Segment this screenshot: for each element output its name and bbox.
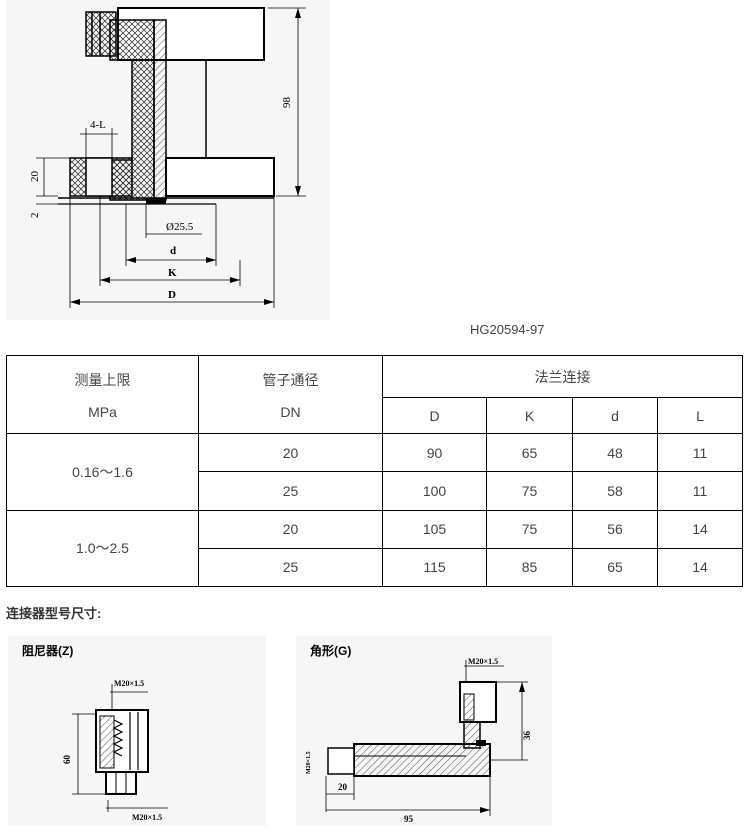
cell-dn: 20	[198, 509, 383, 549]
dim-4L-label: 4-L	[90, 119, 106, 131]
angle-drawing: M20×1.5 36 M20×1.5 20 95	[296, 636, 552, 826]
pressure-range: 1.0～2.5	[6, 509, 199, 588]
dim-bore-label: Ø25.5	[166, 221, 194, 233]
header-col-d: d	[572, 397, 658, 435]
cell-dn: 20	[198, 433, 383, 473]
dim-20-label: 20	[29, 171, 41, 183]
cell-dn: 25	[198, 547, 383, 588]
header-pipe-unit: DN	[280, 403, 301, 420]
dim-98-label: 98	[281, 97, 293, 109]
cell-L: 14	[657, 509, 743, 549]
header-pipe-label: 管子通径	[262, 371, 319, 388]
damper-title: 阻尼器(Z)	[22, 644, 74, 658]
damper-dim-height: 60	[62, 755, 72, 765]
damper-drawing: M20×1.5 60 M20×1.5	[8, 636, 266, 826]
cell-K: 75	[486, 471, 573, 511]
cell-D: 90	[382, 433, 487, 473]
header-flange-group: 法兰连接	[382, 354, 743, 399]
angle-drawing-svg: M20×1.5 36 M20×1.5 20 95	[306, 657, 532, 824]
cell-L: 14	[657, 547, 743, 588]
flange-drawing-svg: 98 20 2 4-L Ø25.5 d K	[29, 7, 306, 308]
cell-K: 85	[486, 547, 573, 588]
angle-title: 角形(G)	[310, 644, 352, 658]
header-pipe: 管子通径 DN	[198, 354, 383, 435]
cell-d: 48	[572, 433, 658, 473]
pressure-range: 0.16～1.6	[6, 433, 199, 511]
header-pressure: 测量上限 MPa	[6, 354, 199, 435]
cell-d: 56	[572, 509, 658, 549]
standard-caption: HG20594-97	[470, 322, 545, 337]
table-row: 1.0～2.5 20 105 75 56 14	[6, 509, 743, 588]
flange-spec-table: 测量上限 MPa 管子通径 DN 法兰连接 D K d L 0.16～1.6 2…	[6, 354, 743, 588]
damper-drawing-svg: M20×1.5 60 M20×1.5	[62, 679, 168, 822]
angle-dim-short: 20	[338, 782, 348, 792]
cell-dn: 25	[198, 471, 383, 511]
cell-D: 115	[382, 547, 487, 588]
cell-L: 11	[657, 433, 743, 473]
cell-L: 11	[657, 471, 743, 511]
dim-D-label: D	[168, 289, 176, 301]
cell-K: 75	[486, 509, 573, 549]
header-col-K: K	[486, 397, 573, 435]
header-col-D: D	[382, 397, 487, 435]
damper-thread-bottom: M20×1.5	[132, 813, 162, 822]
table-row: 25 115 85 65 14	[7, 547, 743, 588]
connector-section-title: 连接器型号尺寸:	[6, 606, 102, 621]
cell-d: 58	[572, 471, 658, 511]
dim-d-label: d	[170, 245, 176, 257]
dim-K-label: K	[168, 267, 177, 279]
header-pressure-unit: MPa	[88, 403, 117, 420]
cell-D: 105	[382, 509, 487, 549]
angle-dim-long: 95	[404, 814, 414, 824]
cell-d: 65	[572, 547, 658, 588]
dim-2-label: 2	[29, 213, 41, 219]
cell-D: 100	[382, 471, 487, 511]
cell-K: 65	[486, 433, 573, 473]
angle-thread-side: M20×1.5	[306, 751, 312, 774]
header-pressure-label: 测量上限	[74, 371, 131, 388]
angle-dim-height: 36	[522, 731, 532, 741]
flange-drawing: 98 20 2 4-L Ø25.5 d K	[6, 0, 330, 320]
angle-thread-top: M20×1.5	[468, 657, 498, 666]
header-col-L: L	[657, 397, 743, 435]
table-row: 25 100 75 58 11	[7, 471, 743, 511]
table-row: 0.16～1.6 20 90 65 48 11	[6, 433, 743, 511]
damper-thread-top: M20×1.5	[114, 679, 144, 688]
